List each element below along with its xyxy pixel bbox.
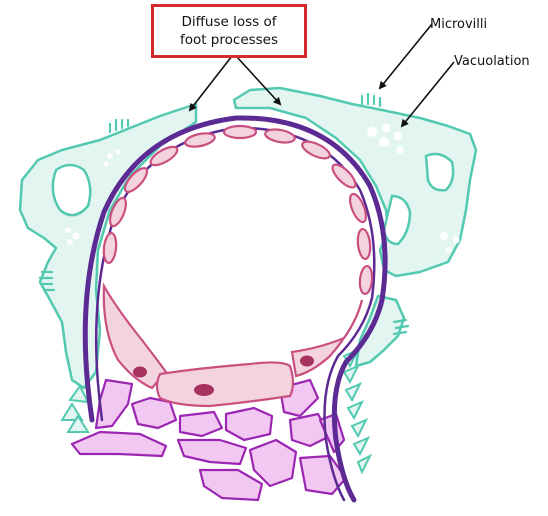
- endothelial-segment: [184, 132, 216, 148]
- endothelium: [102, 124, 374, 408]
- nucleus: [133, 366, 147, 378]
- vacuole: [107, 153, 113, 159]
- vacuole: [394, 132, 402, 140]
- vacuole: [115, 149, 121, 155]
- mesangial-cell: [176, 438, 248, 466]
- mesangial-cell: [198, 468, 264, 502]
- spike-right: [350, 418, 369, 439]
- gbm-outer: [82, 115, 388, 503]
- vacuole: [65, 227, 71, 233]
- endothelial-segment: [222, 124, 258, 140]
- arrow-microvilli: [378, 23, 433, 90]
- endothelial-segment: [264, 128, 296, 144]
- microvilli-top-right: [360, 92, 382, 108]
- cavity: [424, 152, 455, 192]
- spike-right: [352, 436, 371, 457]
- vacuole: [440, 232, 448, 240]
- vacuole: [367, 127, 377, 137]
- arrow-foot-processes-right: [235, 55, 282, 106]
- label-vacuolation: Vacuolation: [454, 54, 530, 69]
- vacuoles: [65, 124, 460, 253]
- vacuole: [445, 247, 451, 253]
- annotation-arrows: [188, 23, 455, 128]
- spike-left: [66, 414, 90, 433]
- mesangium: [70, 378, 348, 502]
- endothelial-segment: [149, 145, 179, 167]
- vacuole: [382, 124, 390, 132]
- mesangial-cell: [178, 410, 224, 438]
- endothelial-segment: [348, 192, 368, 224]
- mesangial-cell: [248, 438, 298, 488]
- endothelial-segment: [108, 196, 128, 228]
- mesangial-cell: [70, 430, 168, 458]
- nucleus: [300, 355, 314, 367]
- podocyte-right-lower: [354, 294, 406, 368]
- spike-right: [344, 382, 363, 403]
- podocyte-right: [232, 86, 478, 278]
- callout-line-2: foot processes: [179, 32, 279, 48]
- mesangial-cell: [130, 396, 178, 430]
- label-microvilli: Microvilli: [430, 17, 487, 32]
- endothelial-segment: [301, 140, 331, 160]
- podocyte-cavities: [51, 152, 455, 246]
- endothelial-segment: [356, 227, 372, 261]
- endothelial-cell-bottom: [155, 361, 295, 408]
- cavity: [382, 194, 412, 246]
- arrow-foot-processes-left: [188, 55, 233, 112]
- callout-line-1: Diffuse loss of: [181, 14, 277, 30]
- spike-right: [346, 400, 365, 421]
- callout-text: Diffuse loss of foot processes: [180, 13, 278, 49]
- spike-right: [342, 364, 361, 385]
- vacuole: [379, 137, 389, 147]
- microvilli-left: [38, 270, 56, 292]
- nucleus: [194, 384, 214, 396]
- vacuole: [452, 236, 460, 244]
- endothelial-segment: [123, 167, 149, 193]
- vacuole: [72, 232, 80, 240]
- microvilli-top-left: [108, 118, 130, 134]
- vacuole: [396, 146, 404, 154]
- cavity: [51, 163, 92, 217]
- callout-foot-processes: Diffuse loss of foot processes: [151, 4, 307, 58]
- mesangial-cell: [224, 406, 274, 442]
- nuclei: [133, 355, 314, 396]
- vacuole: [67, 239, 73, 245]
- endothelial-segment: [358, 264, 374, 296]
- endothelial-segment: [102, 231, 118, 265]
- spike-left: [68, 384, 90, 404]
- microvilli-group: [38, 92, 410, 336]
- endothelial-segment: [331, 163, 357, 189]
- mesangial-cell: [298, 454, 348, 496]
- microvilli-right: [392, 318, 410, 336]
- spike-right: [356, 453, 373, 475]
- endothelial-cell-left: [102, 282, 168, 390]
- vacuole: [103, 161, 109, 167]
- arrow-vacuolation: [400, 61, 455, 128]
